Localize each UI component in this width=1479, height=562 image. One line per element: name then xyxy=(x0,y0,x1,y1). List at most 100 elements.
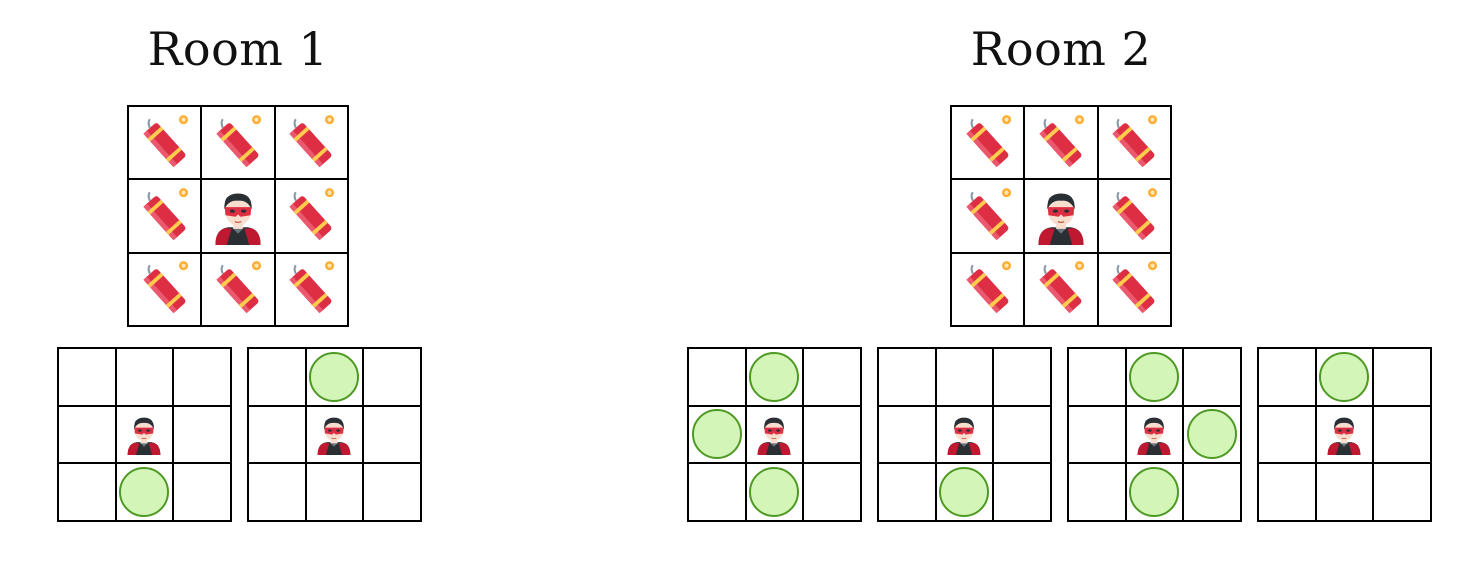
grid-cell xyxy=(59,406,115,463)
grid-cell xyxy=(1259,464,1315,520)
dynamite-icon xyxy=(1032,260,1090,318)
grid-cell xyxy=(1374,349,1430,405)
dynamite-icon xyxy=(136,114,194,172)
grid-cell xyxy=(1069,406,1125,463)
grid-cell xyxy=(1316,349,1373,405)
grid-cell xyxy=(879,349,935,405)
grid-cell xyxy=(746,349,803,405)
grid-cell xyxy=(364,464,420,520)
dynamite-icon xyxy=(282,114,340,172)
grid-cell xyxy=(1069,464,1125,520)
dynamite-icon xyxy=(209,114,267,172)
grid-cell xyxy=(116,406,173,463)
grid-cell xyxy=(364,406,420,463)
grid-cell xyxy=(689,406,745,463)
grid-cell xyxy=(1259,406,1315,463)
dynamite-icon xyxy=(209,260,267,318)
room-2-option-grid-1 xyxy=(687,347,862,522)
grid-cell xyxy=(306,464,363,520)
dynamite-icon xyxy=(959,114,1017,172)
grid-cell xyxy=(994,406,1050,463)
dynamite-icon xyxy=(136,260,194,318)
grid-cell xyxy=(1184,406,1240,463)
grid-cell xyxy=(1374,406,1430,463)
room-title: Room 2 xyxy=(970,22,1152,76)
room-2-option-grid-4 xyxy=(1257,347,1432,522)
grid-cell xyxy=(746,464,803,520)
grid-cell xyxy=(689,349,745,405)
grid-cell xyxy=(746,406,803,463)
green-circle-marker xyxy=(1129,351,1180,402)
grid-cell xyxy=(1316,464,1373,520)
grid-cell xyxy=(1184,349,1240,405)
grid-cell xyxy=(1025,253,1097,325)
room-1-option-grid-2 xyxy=(247,347,422,522)
grid-cell xyxy=(202,253,274,325)
room-2-grid xyxy=(950,105,1172,327)
dynamite-icon xyxy=(1105,114,1163,172)
grid-cell xyxy=(129,180,201,252)
grid-cell xyxy=(936,406,993,463)
grid-cell xyxy=(994,464,1050,520)
grid-cell xyxy=(59,349,115,405)
grid-cell xyxy=(116,464,173,520)
grid-cell xyxy=(1126,349,1183,405)
grid-cell xyxy=(275,253,347,325)
room-2-option-grid-3 xyxy=(1067,347,1242,522)
grid-cell xyxy=(202,180,274,252)
dynamite-icon xyxy=(1105,260,1163,318)
grid-cell xyxy=(1098,253,1170,325)
masked-hero-icon xyxy=(1323,413,1365,456)
grid-cell xyxy=(275,107,347,179)
dynamite-icon xyxy=(959,187,1017,245)
green-circle-marker xyxy=(119,467,170,518)
dynamite-icon xyxy=(282,187,340,245)
grid-cell xyxy=(804,464,860,520)
grid-cell xyxy=(249,406,305,463)
grid-cell xyxy=(1025,107,1097,179)
masked-hero-icon xyxy=(753,413,795,456)
room-1-grid xyxy=(127,105,349,327)
grid-cell xyxy=(59,464,115,520)
grid-cell xyxy=(804,406,860,463)
room-2-option-grid-2 xyxy=(877,347,1052,522)
grid-cell xyxy=(129,107,201,179)
masked-hero-icon xyxy=(1133,413,1175,456)
grid-cell xyxy=(952,180,1024,252)
dynamite-icon xyxy=(1105,187,1163,245)
grid-cell xyxy=(804,349,860,405)
grid-cell xyxy=(364,349,420,405)
grid-cell xyxy=(1025,180,1097,252)
grid-cell xyxy=(249,464,305,520)
grid-cell xyxy=(202,107,274,179)
grid-cell xyxy=(936,349,993,405)
grid-cell xyxy=(306,349,363,405)
green-circle-marker xyxy=(749,467,800,518)
dynamite-icon xyxy=(136,187,194,245)
room-title: Room 1 xyxy=(147,22,329,76)
green-circle-marker xyxy=(1187,409,1238,460)
grid-cell xyxy=(879,464,935,520)
grid-cell xyxy=(1126,406,1183,463)
grid-cell xyxy=(879,406,935,463)
green-circle-marker xyxy=(749,351,800,402)
grid-cell xyxy=(249,349,305,405)
grid-cell xyxy=(116,349,173,405)
masked-hero-icon xyxy=(943,413,985,456)
masked-hero-icon xyxy=(123,413,165,456)
green-circle-marker xyxy=(309,351,360,402)
dynamite-icon xyxy=(959,260,1017,318)
grid-cell xyxy=(174,406,230,463)
grid-cell xyxy=(952,253,1024,325)
grid-cell xyxy=(936,464,993,520)
grid-cell xyxy=(174,349,230,405)
grid-cell xyxy=(1374,464,1430,520)
green-circle-marker xyxy=(939,467,990,518)
grid-cell xyxy=(689,464,745,520)
grid-cell xyxy=(306,406,363,463)
dynamite-icon xyxy=(282,260,340,318)
grid-cell xyxy=(1098,180,1170,252)
masked-hero-icon xyxy=(209,187,267,245)
room-1-option-grid-1 xyxy=(57,347,232,522)
green-circle-marker xyxy=(1319,351,1370,402)
